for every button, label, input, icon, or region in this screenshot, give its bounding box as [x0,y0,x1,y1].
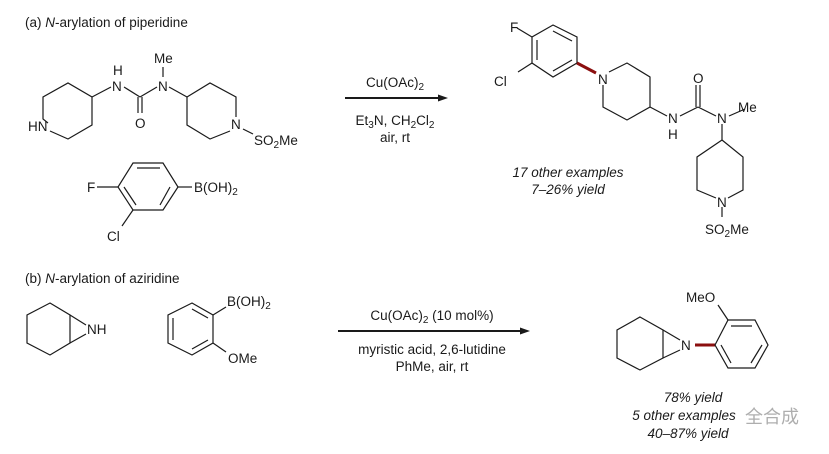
product-a: F Cl N N H O N Me N SO2Me 17 other examp… [494,20,757,240]
n-label: N [158,79,168,94]
n-label: N [681,338,691,353]
reaction-arrow-b: Cu(OAc)2 (10 mol%) myristic acid, 2,6-lu… [338,308,530,374]
n-label: N [231,117,241,132]
ome-label: OMe [228,351,257,366]
conditions-b-above: Cu(OAc)2 (10 mol%) [370,308,493,326]
cl-label: Cl [107,229,120,244]
h-label: H [113,63,123,78]
so2me-label: SO2Me [705,222,749,240]
aryl-boronic-acid-reactant: F Cl B(OH)2 [87,162,238,244]
part-b-title: (b) N-arylation of aziridine [25,271,180,286]
n-label: N [717,111,727,126]
conditions-a-above: Cu(OAc)2 [366,75,425,93]
o-label: O [135,116,146,131]
h-label: H [668,127,678,142]
f-label: F [87,180,95,195]
conditions-a-below2: air, rt [380,130,410,145]
result-a-yield: 7–26% yield [531,182,605,197]
me-label: Me [738,100,757,115]
watermark: 全合成 [745,407,799,427]
so2me-label: SO2Me [254,133,298,151]
nh-label: NH [87,322,107,337]
meo-label: MeO [686,290,715,305]
f-label: F [510,20,518,35]
o-label: O [693,71,704,86]
result-b-range: 40–87% yield [647,426,729,441]
hn-label: HN [28,119,48,134]
conditions-b-below1: myristic acid, 2,6-lutidine [358,342,506,357]
methoxyphenyl-boronic-acid-reactant: B(OH)2 OMe [167,294,271,366]
cl-label: Cl [494,74,507,89]
boronic-acid-label: B(OH)2 [194,180,238,198]
n-label: N [112,79,122,94]
part-a-title: (a) N-arylation of piperidine [25,15,188,30]
reaction-arrow-a: Cu(OAc)2 Et3N, CH2Cl2 air, rt [345,75,448,145]
n-label: N [717,195,727,210]
result-b-examples: 5 other examples [632,408,736,423]
result-b-yield: 78% yield [664,390,723,405]
me-label: Me [154,51,173,66]
conditions-b-below2: PhMe, air, rt [396,359,469,374]
n-label: N [668,111,678,126]
n-label: N [598,72,608,87]
cyclohexene-imine-reactant: NH [26,302,107,356]
result-a-examples: 17 other examples [512,165,623,180]
product-b: N MeO 78% yield 5 other examples 40–87% … [616,290,769,441]
conditions-a-below1: Et3N, CH2Cl2 [356,113,435,131]
boronic-acid-label: B(OH)2 [227,294,271,312]
piperidine-urea-reactant: HN N H O N Me N SO2Me [28,51,298,151]
